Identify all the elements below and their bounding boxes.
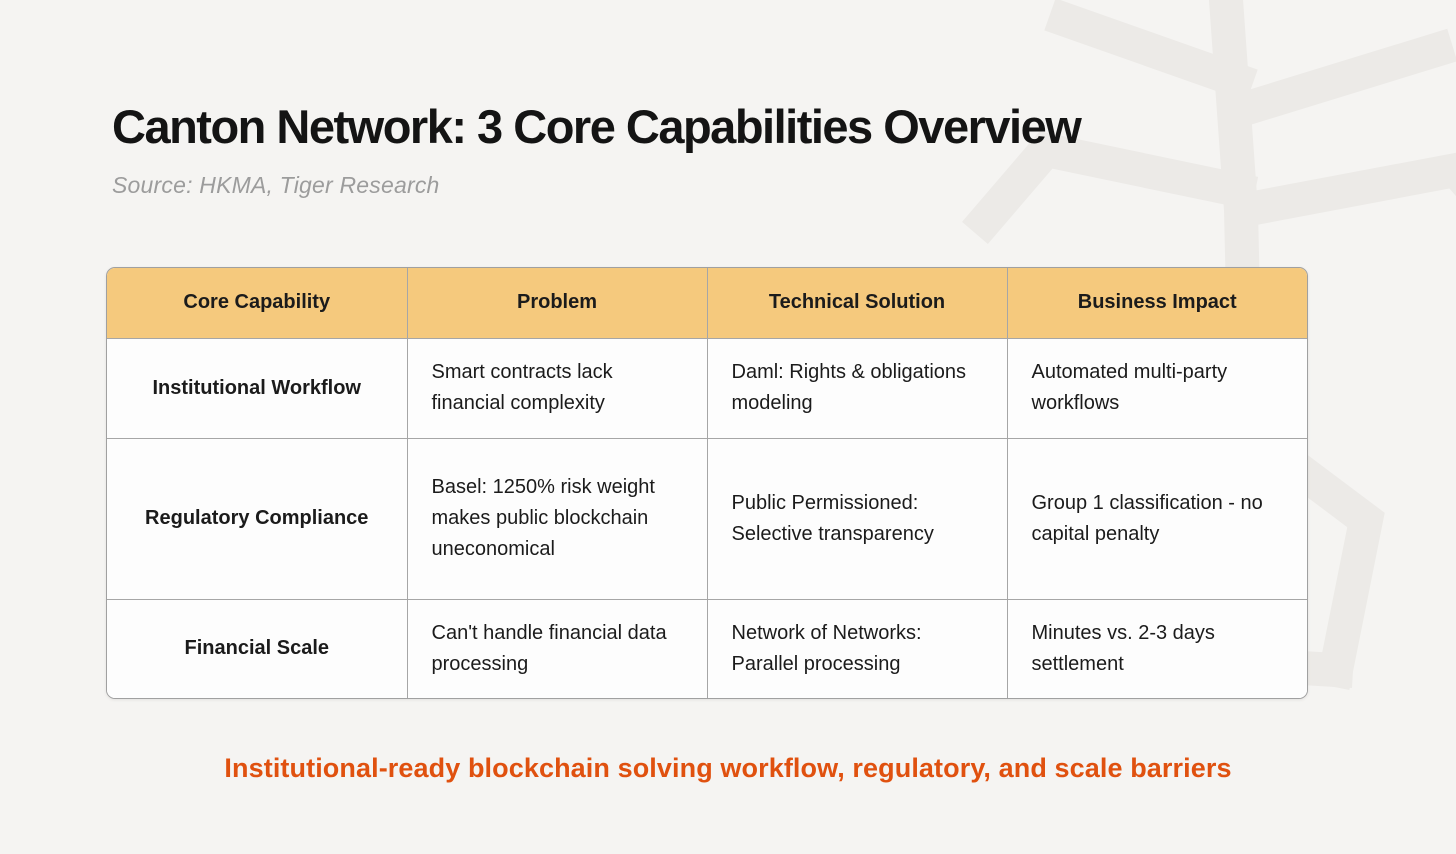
header-block: Canton Network: 3 Core Capabilities Over… bbox=[112, 100, 1082, 199]
source-caption: Source: HKMA, Tiger Research bbox=[112, 172, 440, 199]
header-technical-solution: Technical Solution bbox=[706, 268, 1008, 339]
cell-impact: Group 1 classification - no capital pena… bbox=[1006, 437, 1307, 600]
cell-impact: Automated multi-party workflows bbox=[1006, 337, 1307, 439]
summary-statement: Institutional-ready blockchain solving w… bbox=[224, 753, 1232, 783]
cell-solution: Public Permissioned: Selective transpare… bbox=[706, 437, 1008, 600]
cell-solution: Daml: Rights & obligations modeling bbox=[706, 337, 1008, 439]
cell-capability: Financial Scale bbox=[107, 598, 408, 698]
cell-problem: Basel: 1250% risk weight makes public bl… bbox=[406, 437, 708, 600]
table-row: Institutional Workflow Smart contracts l… bbox=[107, 337, 1307, 439]
cell-capability: Institutional Workflow bbox=[107, 337, 408, 439]
cell-problem: Smart contracts lack financial complexit… bbox=[406, 337, 708, 439]
header-business-impact: Business Impact bbox=[1006, 268, 1307, 339]
table-header: Core Capability Problem Technical Soluti… bbox=[107, 268, 1307, 339]
table-row: Financial Scale Can't handle financial d… bbox=[107, 598, 1307, 698]
cell-capability: Regulatory Compliance bbox=[107, 437, 408, 600]
cell-problem: Can't handle financial data processing bbox=[406, 598, 708, 698]
cell-impact: Minutes vs. 2-3 days settlement bbox=[1006, 598, 1307, 698]
header-core-capability: Core Capability bbox=[107, 268, 408, 339]
header-problem: Problem bbox=[406, 268, 708, 339]
capabilities-table: Core Capability Problem Technical Soluti… bbox=[106, 267, 1308, 699]
table-row: Regulatory Compliance Basel: 1250% risk … bbox=[107, 437, 1307, 600]
cell-solution: Network of Networks: Parallel processing bbox=[706, 598, 1008, 698]
page-title: Canton Network: 3 Core Capabilities Over… bbox=[112, 100, 1082, 153]
